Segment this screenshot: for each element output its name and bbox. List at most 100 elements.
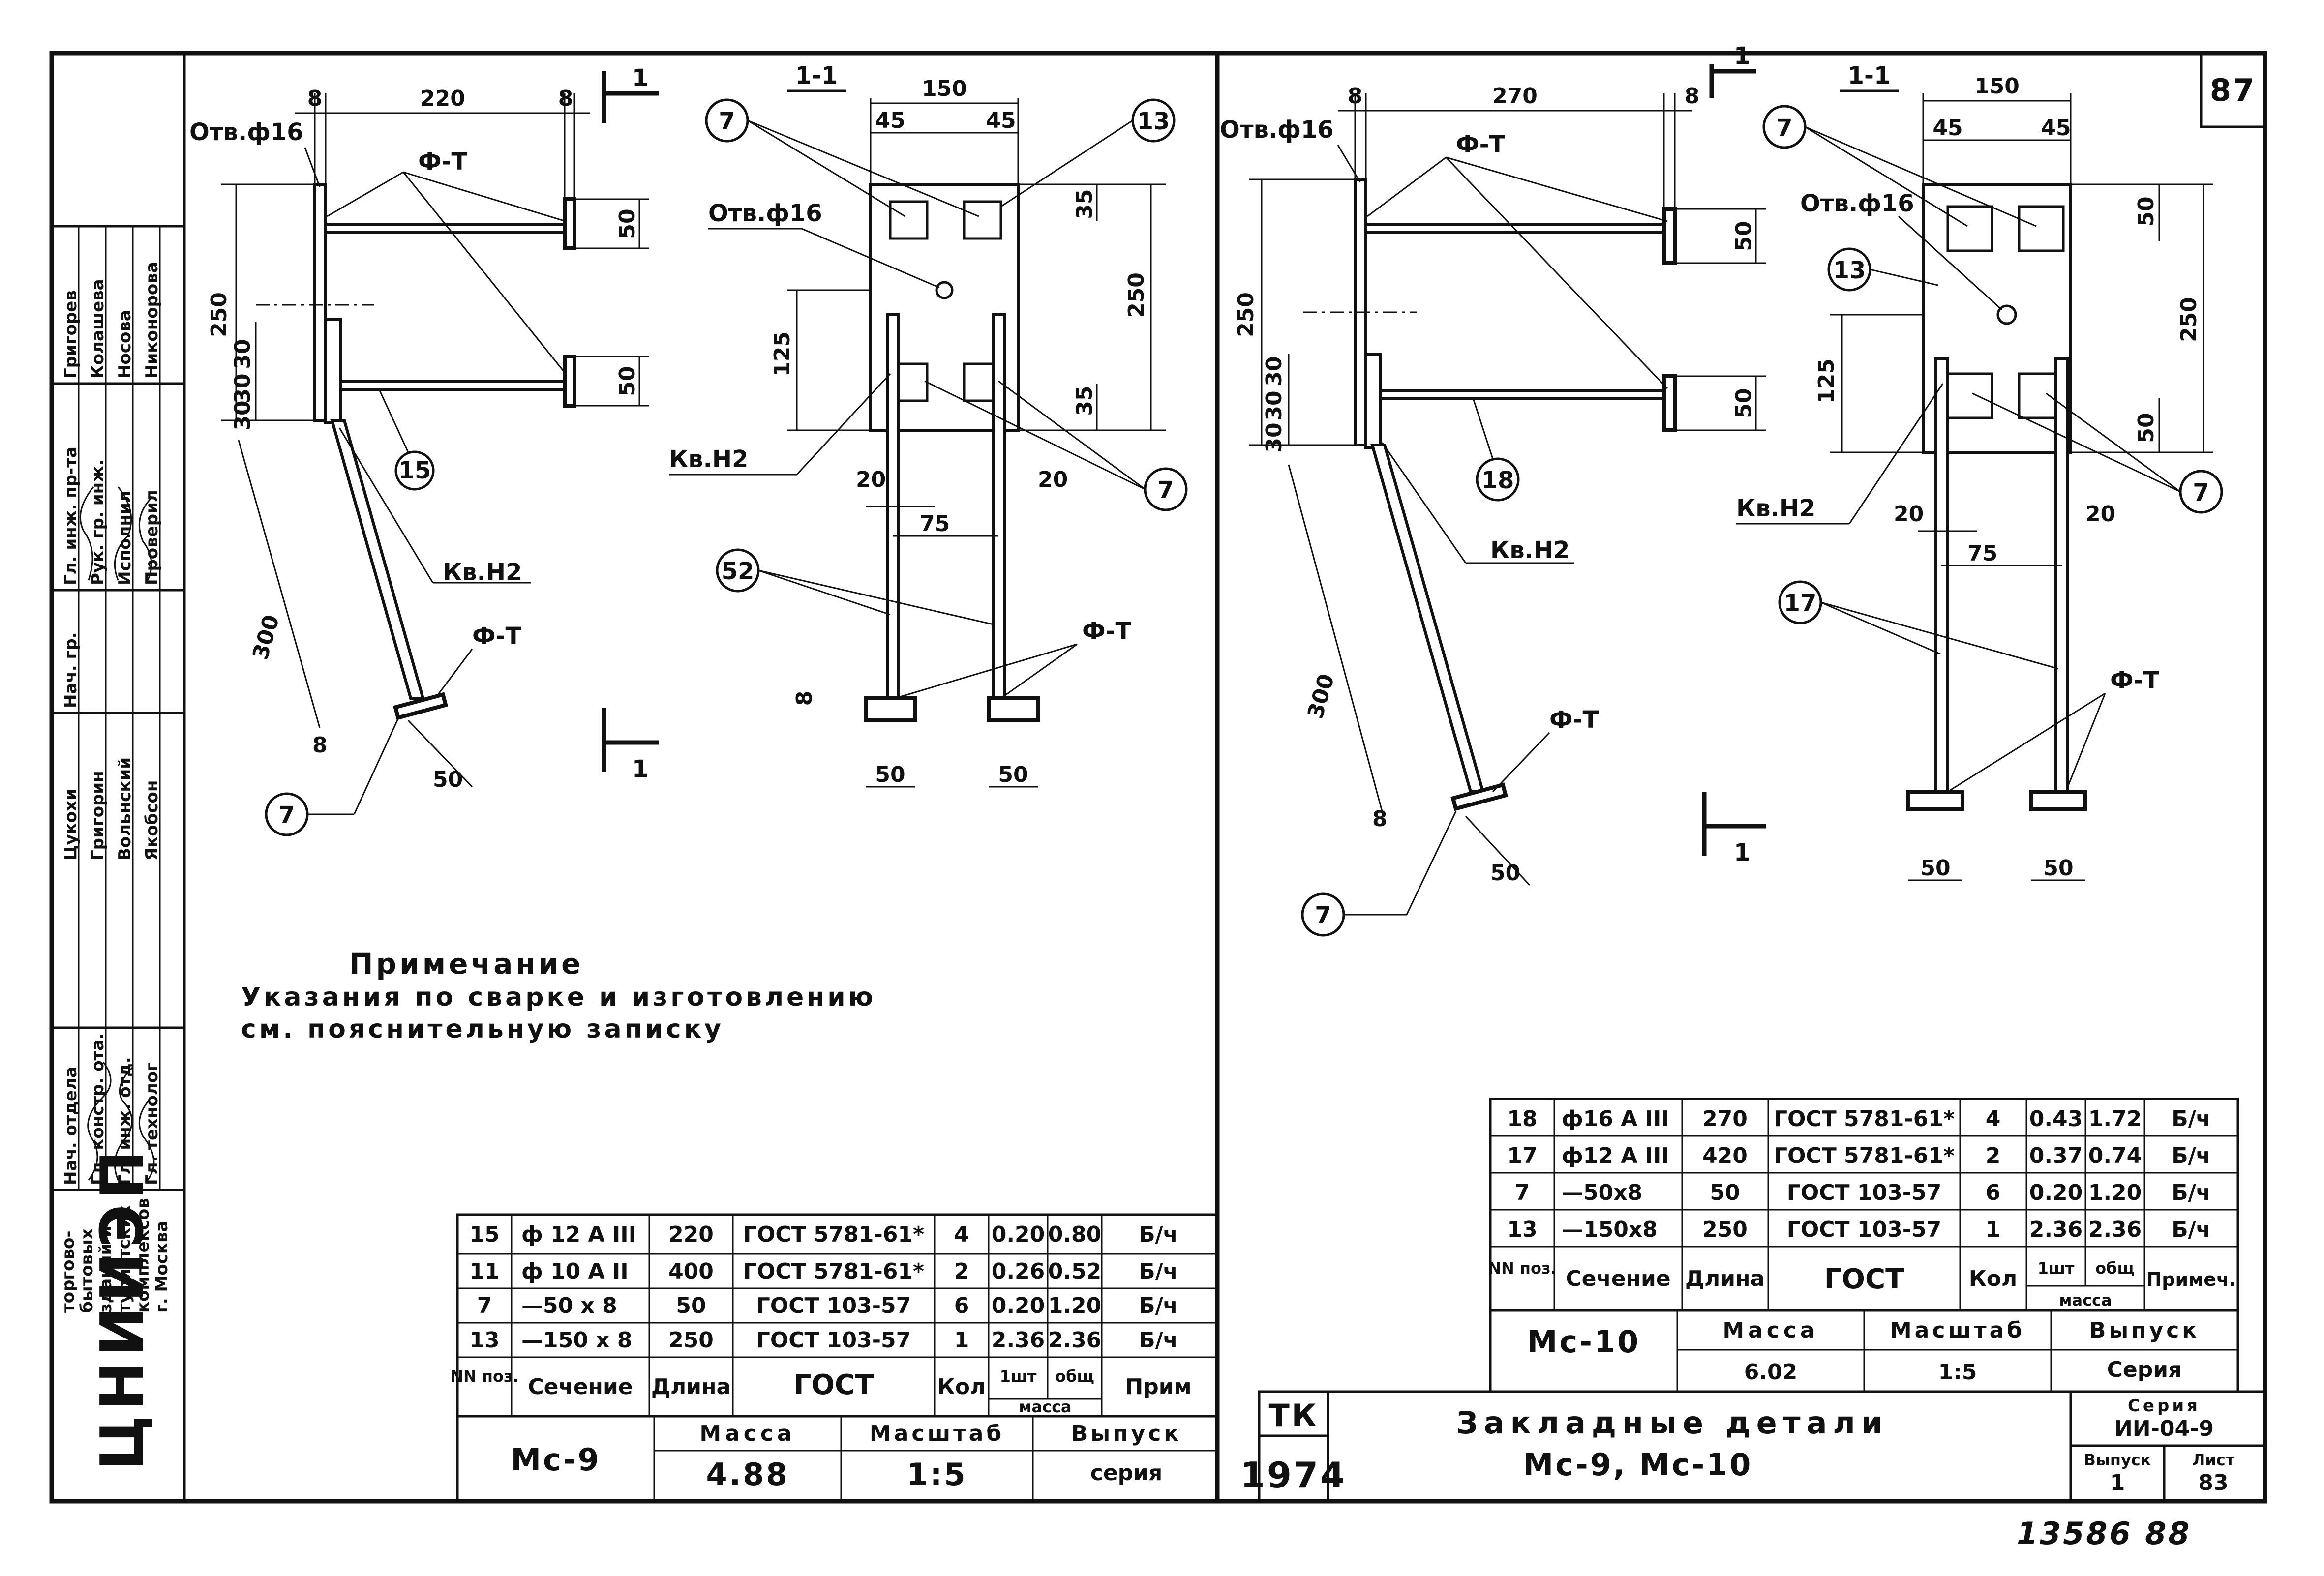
cut-right-bottom: 1 (1734, 839, 1750, 866)
note: Примечание Указания по сварке и изготовл… (241, 947, 873, 1044)
dim-right-h30a: 30 (1262, 356, 1287, 386)
dim-sr-w150: 150 (1974, 74, 2020, 99)
footer-series-label: Серия (2107, 1357, 2182, 1382)
cell: Б/ч (1139, 1293, 1178, 1318)
cell: 0.43 (2029, 1106, 2083, 1131)
title-block: ТК 1974 Закладные детали Мс-9, Мс-10 Сер… (1240, 1390, 2266, 1503)
cell: —150 х 8 (521, 1328, 632, 1353)
dim-sr-w50a: 50 (1920, 856, 1950, 881)
dim-sl-h250: 250 (1124, 272, 1149, 318)
dim-sr-w75: 75 (1967, 541, 1997, 566)
dim-sr-w20a: 20 (1894, 502, 1924, 527)
role-4: Гл. технолог (142, 1063, 162, 1185)
cell: Б/ч (2172, 1180, 2211, 1205)
header-note: Прим (1125, 1374, 1191, 1399)
footer-mass-label: Масса (1722, 1318, 1818, 1343)
cell: 18 (1507, 1106, 1537, 1131)
header-qty: Кол (1969, 1266, 2017, 1291)
dim-sr-h50b: 50 (2134, 413, 2159, 443)
cell: ГОСТ 103-57 (1787, 1180, 1941, 1205)
table-left-row-3: 7 —50 х 8 50 ГОСТ 103-57 6 0.20 1.20 Б/ч (477, 1293, 1178, 1318)
header-section: Сечение (528, 1374, 633, 1399)
marker-sr-17: 17 (1784, 590, 1817, 617)
cell: 0.20 (992, 1222, 1045, 1247)
name-5: Григорев (61, 290, 81, 379)
dim-left-l300: 300 (248, 612, 284, 662)
cell: 2 (1986, 1143, 2001, 1168)
cell: 400 (668, 1259, 714, 1284)
title-issue-label: Выпуск (2084, 1451, 2151, 1469)
marker-right-18: 18 (1481, 467, 1514, 494)
cell: 1.20 (1048, 1293, 1102, 1318)
role-7: Рук. гр. инж. (88, 459, 108, 585)
header-pos: NN поз. (450, 1367, 519, 1386)
role-8: Исполнил (115, 490, 135, 585)
marker-sl-52: 52 (722, 558, 755, 585)
header-length: Длина (651, 1374, 731, 1399)
cell: 13 (1507, 1217, 1537, 1242)
dim-sl-w50a: 50 (875, 762, 905, 787)
cell: 7 (1515, 1180, 1530, 1205)
header-gost: ГОСТ (794, 1369, 874, 1401)
org-text-1: торгово- (59, 1230, 78, 1313)
header-total: общ (2095, 1259, 2135, 1278)
footer-scale-label: Масштаб (870, 1421, 1004, 1446)
dim-right-l300: 300 (1303, 671, 1339, 721)
header-section: Сечение (1566, 1266, 1670, 1291)
cell: 0.74 (2088, 1143, 2142, 1168)
cell: 0.26 (992, 1259, 1045, 1284)
table-left-row-2: 11 ф 10 А II 400 ГОСТ 5781-61* 2 0.26 0.… (469, 1259, 1178, 1284)
dim-sr-h250: 250 (2176, 297, 2202, 342)
marker-sr-13: 13 (1833, 257, 1866, 284)
sheet-number-box (2200, 52, 2266, 128)
name-6: Колашева (88, 279, 108, 379)
table-right-header: NN поз. Сечение Длина ГОСТ Кол 1шт общ м… (1488, 1259, 2236, 1309)
dim-sl-h125: 125 (770, 331, 795, 377)
footer-mass: 6.02 (1744, 1360, 1798, 1385)
table-left: 15 ф 12 А III 220 ГОСТ 5781-61* 4 0.20 0… (450, 1213, 1219, 1503)
cell: 50 (676, 1293, 706, 1318)
name-7: Носова (115, 310, 135, 379)
right-section: 1-1 150 45 45 250 50 50 125 20 20 7 (1736, 62, 2223, 881)
header-note: Примеч. (2146, 1269, 2236, 1290)
title-sheet-label: Лист (2192, 1451, 2235, 1469)
table-right-row-1: 18 ф16 А III 270 ГОСТ 5781-61* 4 0.43 1.… (1507, 1106, 2211, 1131)
role-2: Гл. констр. ота. (88, 1033, 108, 1185)
cell: 420 (1702, 1143, 1748, 1168)
cell: 13 (469, 1328, 499, 1353)
role-9: Проверил (142, 490, 162, 585)
dim-right-w270: 270 (1492, 84, 1538, 109)
cell: 2.36 (992, 1328, 1045, 1353)
footer-mark: Мс-9 (511, 1442, 601, 1478)
cell: Б/ч (1139, 1259, 1178, 1284)
left-section: 1-1 150 45 45 250 35 35 125 20 20 (669, 62, 1188, 788)
cell: ГОСТ 103-57 (756, 1293, 911, 1318)
label-sr-hole: Отв.ф16 (1800, 190, 1914, 217)
table-right: 18 ф16 А III 270 ГОСТ 5781-61* 4 0.43 1.… (1488, 1098, 2239, 1393)
cell: ф16 А III (1562, 1106, 1669, 1131)
cell: 6 (1986, 1180, 2001, 1205)
dim-left-h250: 250 (207, 292, 232, 337)
label-sl-kv: Кв.Н2 (669, 446, 748, 473)
label-sl-ft: Ф-Т (1082, 618, 1132, 645)
footer-issue-label: Выпуск (2089, 1318, 2200, 1343)
label-right-kv: Кв.Н2 (1490, 536, 1569, 564)
cell: ф 12 А III (521, 1222, 636, 1247)
dim-sr-w50b: 50 (2043, 856, 2073, 881)
cell: 2.36 (2088, 1217, 2142, 1242)
name-3: Вольнский (115, 757, 135, 861)
sheet-number: 87 (2210, 72, 2256, 108)
org-text-3: зданий и (96, 1226, 116, 1313)
cell: 6 (954, 1293, 969, 1318)
dim-sl-w45a: 45 (875, 108, 905, 133)
dim-left-t8: 8 (312, 733, 328, 758)
header-total: общ (1055, 1367, 1094, 1386)
footer-series-label: серия (1090, 1460, 1163, 1486)
cell: ГОСТ 103-57 (1787, 1217, 1941, 1242)
dim-sl-w20b: 20 (1038, 467, 1068, 492)
title-series: ИИ-04-9 (2114, 1416, 2214, 1441)
footer-issue-label: Выпуск (1071, 1421, 1181, 1446)
label-left-hole: Отв.ф16 (189, 119, 303, 146)
name-8: Никонорова (142, 262, 162, 379)
cell: 0.80 (1048, 1222, 1102, 1247)
